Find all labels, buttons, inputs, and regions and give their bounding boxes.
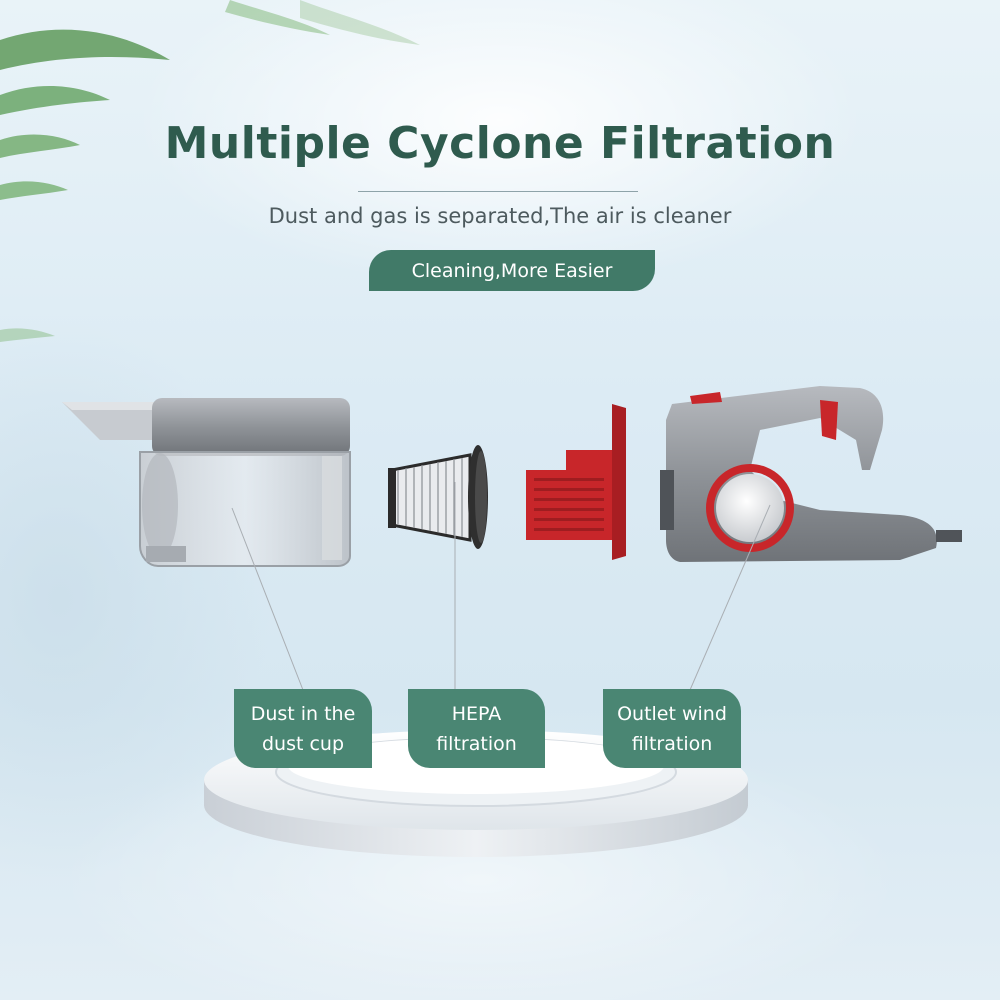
title-divider	[358, 191, 638, 192]
outlet-label: Outlet wind filtration	[603, 689, 741, 768]
hepa-label-line2: filtration	[436, 732, 517, 755]
palm-leaf-decoration	[0, 0, 420, 342]
page-subtitle: Dust and gas is separated,The air is cle…	[268, 204, 732, 228]
dust-cup-label-line2: dust cup	[261, 732, 345, 755]
feature-tag: Cleaning,More Easier	[369, 250, 655, 291]
page-title: Multiple Cyclone Filtration	[164, 118, 836, 169]
leader-lines	[231, 482, 771, 691]
hepa-label-line1: HEPA	[451, 702, 502, 725]
vacuum-body-illustration	[660, 386, 962, 562]
dust-cup-label-line1: Dust in the	[250, 702, 356, 725]
red-filter-illustration	[526, 404, 626, 560]
hepa-label: HEPA filtration	[408, 689, 545, 768]
outlet-label-line2: filtration	[631, 732, 713, 755]
dust-cup-label: Dust in the dust cup	[234, 689, 372, 768]
hepa-filter-illustration	[388, 445, 488, 549]
dust-cup-illustration	[62, 398, 351, 567]
outlet-label-line1: Outlet wind	[617, 702, 727, 725]
